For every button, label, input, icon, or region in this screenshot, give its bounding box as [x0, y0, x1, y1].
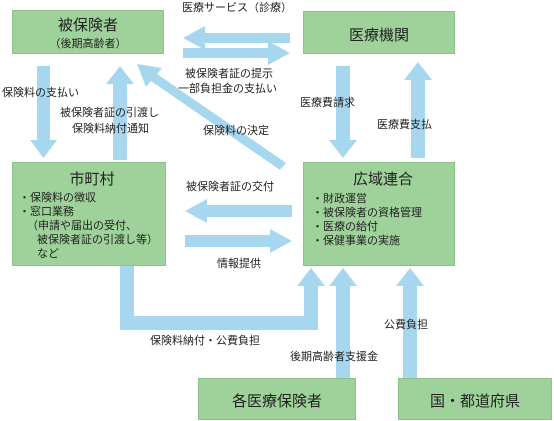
union-box: 広域連合 ・財政運営 ・被保険者の資格管理 ・医療の給付 ・保健事業の実施 [303, 162, 455, 266]
union-item: ・被保険者の資格管理 [312, 206, 422, 219]
label-support-fund: 後期高齢者支援金 [290, 350, 378, 363]
government-title: 国・都道府県 [429, 392, 520, 410]
arrow-card-issue [185, 199, 292, 223]
label-premium-pay: 保険料の支払い [2, 86, 79, 99]
arrow-card-present [183, 41, 290, 65]
municipality-box: 市町村 ・保険料の徴収 ・窓口業務 （申請や届出の受付、 被保険者証の引渡し等）… [12, 162, 166, 266]
label-medical-payment: 医療費支払 [377, 118, 432, 131]
arrow-public-burden [396, 268, 424, 378]
arrow-medical-claim [329, 66, 357, 158]
label-premium-public: 保険料納付・公費負担 [150, 334, 260, 347]
label-medical-claim: 医療費請求 [300, 96, 355, 109]
label-public-burden: 公費負担 [384, 318, 428, 331]
medical-box: 医療機関 [303, 11, 455, 54]
label-info-provide: 情報提供 [217, 257, 261, 270]
insured-subtitle: （後期高齢者） [49, 37, 127, 50]
arrow-support-fund [329, 268, 357, 378]
arrow-medical-service [183, 26, 290, 50]
arrow-info-provide [185, 229, 292, 253]
municipality-item: など [37, 247, 59, 260]
municipality-item: ・窓口業務 [19, 205, 74, 218]
arrow-premium-pay [30, 66, 57, 158]
government-box: 国・都道府県 [398, 378, 552, 420]
label-premium-decision: 保険料の決定 [203, 124, 269, 137]
municipality-item: 被保険者証の引渡し等） [37, 233, 158, 246]
label-medical-service: 医療サービス（診療） [182, 1, 292, 14]
union-item: ・財政運営 [312, 192, 367, 205]
label-card-present: 被保険者証の提示 [185, 67, 273, 80]
municipality-item: （申請や届出の受付、 [27, 219, 137, 232]
label-copay: 一部負担金の支払い [178, 82, 277, 95]
municipality-title: 市町村 [69, 170, 115, 188]
arrow-premium-decision [137, 64, 286, 170]
insurers-box: 各医療保険者 [198, 378, 356, 420]
insured-box: 被保険者 （後期高齢者） [12, 10, 164, 54]
insurers-title: 各医療保険者 [231, 392, 322, 410]
label-card-handover: 被保険者証の引渡し [60, 106, 159, 119]
arrow-card-handover [106, 66, 134, 160]
arrow-premium-public [120, 238, 325, 330]
insured-title: 被保険者 [57, 16, 118, 34]
municipality-item: ・保険料の徴収 [19, 191, 96, 204]
medical-title: 医療機関 [348, 26, 409, 44]
arrow-medical-payment [404, 62, 432, 158]
union-title: 広域連合 [352, 170, 413, 188]
label-card-issue: 被保険者証の交付 [186, 180, 274, 193]
label-premium-notice: 保険料納付通知 [72, 122, 149, 135]
union-item: ・医療の給付 [312, 220, 378, 233]
union-item: ・保健事業の実施 [312, 234, 400, 247]
